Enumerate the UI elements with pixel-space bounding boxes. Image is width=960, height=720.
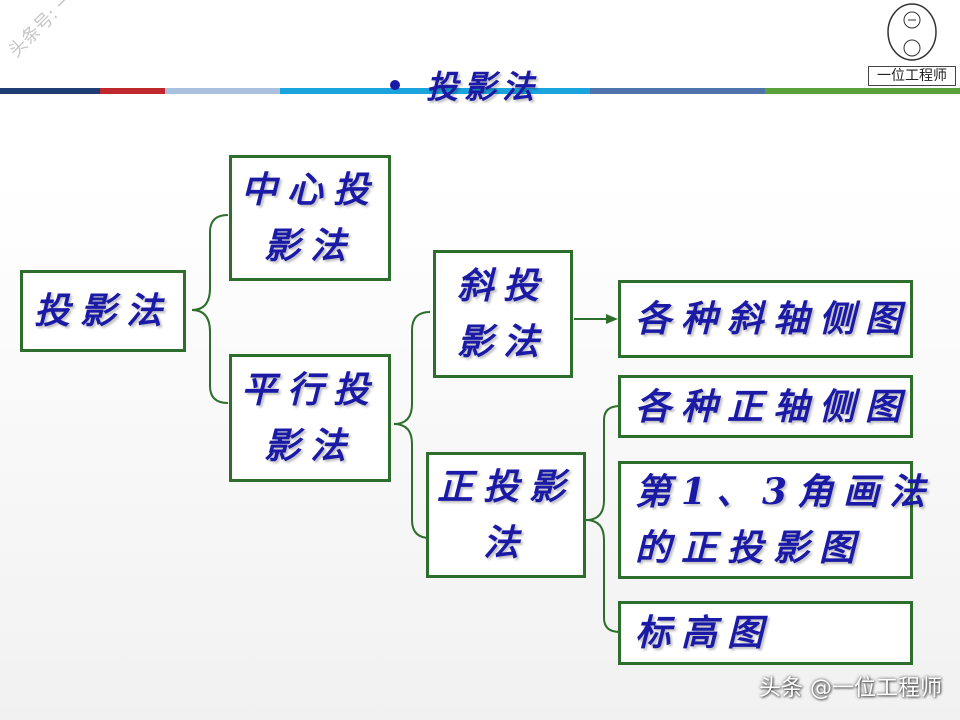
box-central-line-1: 中心投 <box>240 169 379 211</box>
slide-title-text: 投影法 <box>426 68 541 106</box>
box-elevation-line-1: 标高图 <box>635 612 774 654</box>
box-parallel-line-1: 平行投 <box>240 369 379 411</box>
box-oblique-axonometric: 各种斜轴侧图 <box>618 280 913 358</box>
box-first-third-angle-line-1: 第1、3角画法 <box>635 471 936 513</box>
box-root-line-1: 投影法 <box>33 290 172 332</box>
bullet-icon <box>390 80 400 90</box>
box-oblique-line-1: 斜投 <box>456 265 549 307</box>
watermark-bottom-right: 头条 @一位工程师 <box>759 676 942 701</box>
header-stripe-green <box>765 88 960 94</box>
box-oblique-line-2: 影法 <box>456 321 549 363</box>
header-stripe-navy <box>0 88 100 94</box>
box-root: 投影法 <box>20 270 186 352</box>
logo-emblem-icon <box>887 3 937 61</box>
brace-root <box>191 214 229 404</box>
slide-title: 投影法 <box>390 60 540 110</box>
box-oblique-axonometric-line-1: 各种斜轴侧图 <box>635 298 912 340</box>
box-orthographic: 正投影 法 <box>426 452 586 578</box>
arrow-head-icon <box>606 314 618 324</box>
box-parallel-line-2: 影法 <box>263 425 356 467</box>
box-first-third-angle: 第1、3角画法 的正投影图 <box>618 461 925 579</box>
header-stripe-red <box>100 88 165 94</box>
box-oblique: 斜投 影法 <box>433 250 573 378</box>
header-stripe-lightblue <box>165 88 280 94</box>
box-central-line-2: 影法 <box>263 225 356 267</box>
box-ortho-axonometric: 各种正轴侧图 <box>618 375 913 438</box>
box-elevation: 标高图 <box>618 601 913 665</box>
box-parallel: 平行投 影法 <box>229 354 391 482</box>
box-central: 中心投 影法 <box>229 155 391 281</box>
box-ortho-axonometric-line-1: 各种正轴侧图 <box>635 385 912 428</box>
header-stripe-steel <box>590 88 765 94</box>
brace-parallel <box>393 311 431 539</box>
header-stripe-cyan <box>280 88 590 94</box>
box-orthographic-line-1: 正投影 <box>436 466 575 508</box>
brace-orthographic <box>585 405 621 633</box>
logo-label: 一位工程师 <box>868 66 956 86</box>
box-orthographic-line-2: 法 <box>482 522 529 564</box>
box-first-third-angle-line-2: 的正投影图 <box>635 527 866 569</box>
